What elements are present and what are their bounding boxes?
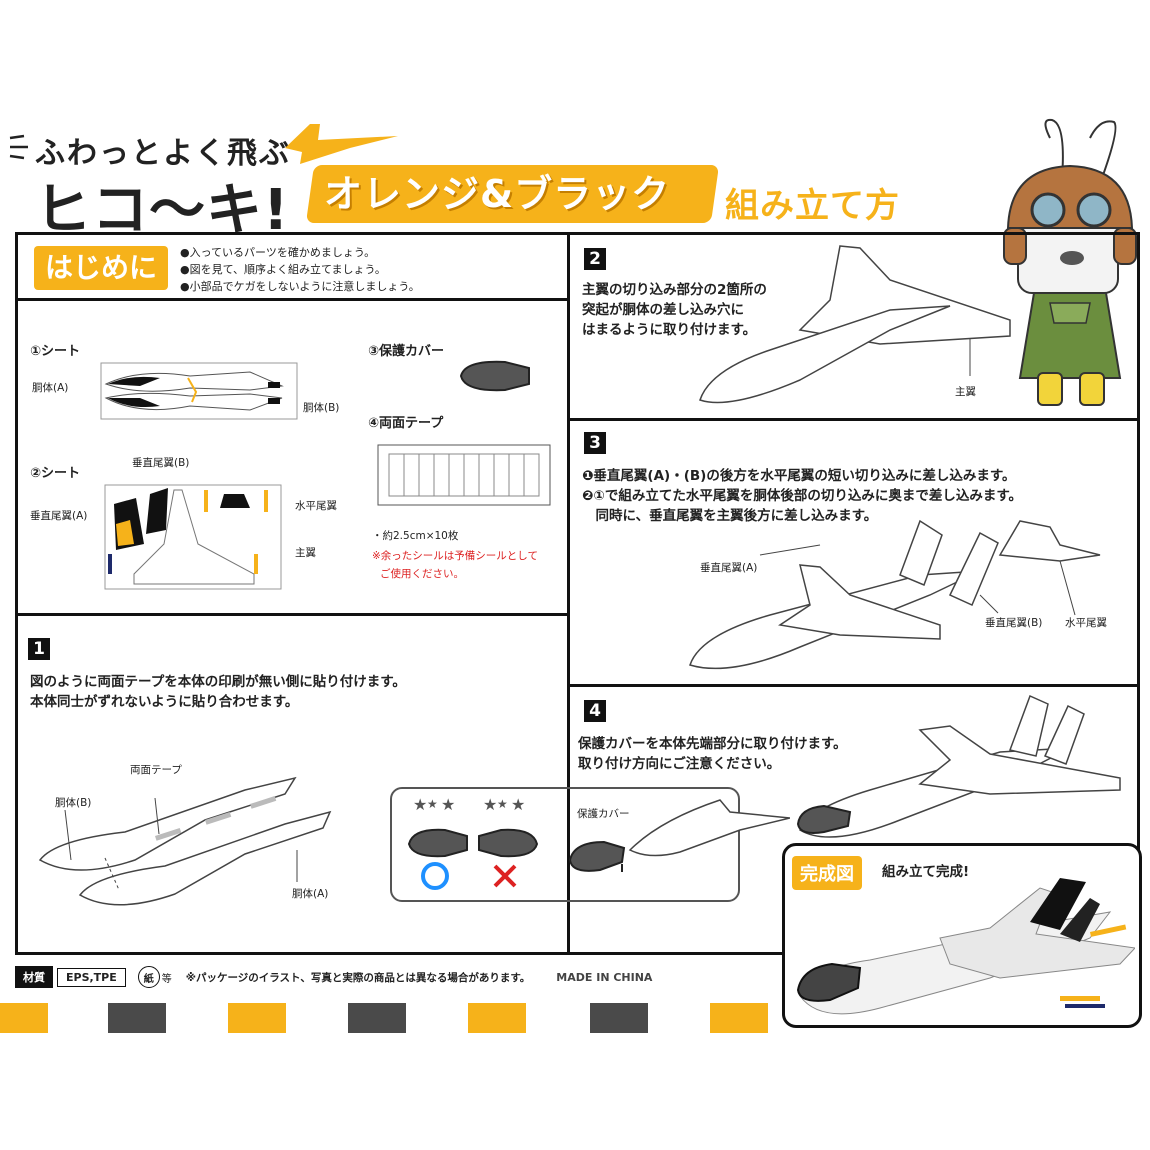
orientation-correct-icon: ★★★ bbox=[405, 792, 475, 896]
intro-divider bbox=[15, 298, 570, 301]
step3-line: 同時に、垂直尾翼を主翼後方に差し込みます。 bbox=[582, 508, 878, 524]
tape-sheet-icon bbox=[377, 444, 553, 512]
sheet2-label: ②シート bbox=[30, 466, 81, 481]
step2-diagram bbox=[690, 240, 1020, 414]
step3-vfin-a-label: 垂直尾翼(A) bbox=[700, 562, 758, 574]
step1-text: 図のように両面テープを本体の印刷が無い側に貼り付けます。 本体同士がずれないよう… bbox=[30, 672, 406, 712]
step3-diagram bbox=[680, 515, 1120, 684]
subtitle: 組み立て方 bbox=[725, 186, 900, 226]
material-value: EPS,TPE bbox=[57, 967, 126, 987]
made-in: MADE IN CHINA bbox=[556, 970, 653, 984]
tagline: ふわっとよく飛ぶ bbox=[35, 136, 291, 171]
intro-bullets: ●入っているパーツを確かめましょう。 ●図を見て、順序よく組み立てましょう。 ●… bbox=[180, 244, 420, 295]
hstab-label: 水平尾翼 bbox=[295, 500, 337, 512]
step4-line: 保護カバーを本体先端部分に取り付けます。 bbox=[578, 736, 847, 752]
vfin-b-label: 垂直尾翼(B) bbox=[132, 457, 190, 469]
color-stripe bbox=[710, 1003, 768, 1033]
completed-text: 組み立て完成! bbox=[882, 864, 970, 880]
disclaimer: ※パッケージのイラスト、写真と実際の商品とは異なる場合があります。 bbox=[185, 971, 531, 984]
rabbit-pilot-mascot bbox=[990, 118, 1150, 422]
step4-number: 4 bbox=[584, 700, 606, 722]
material-label: 材質 bbox=[15, 966, 53, 988]
step1-line: 本体同士がずれないように貼り合わせます。 bbox=[30, 694, 299, 710]
color-stripe bbox=[228, 1003, 286, 1033]
tape-label: ④両面テープ bbox=[368, 416, 444, 431]
step2-line: はまるように取り付けます。 bbox=[582, 322, 757, 338]
svg-text:★: ★ bbox=[427, 797, 438, 811]
intro-bullet: ●入っているパーツを確かめましょう。 bbox=[180, 246, 376, 259]
step3-line: ❷①で組み立てた水平尾翼を胴体後部の切り込みに奥まで差し込みます。 bbox=[582, 488, 1023, 504]
svg-text:★: ★ bbox=[497, 797, 508, 811]
step3-hstab-label: 水平尾翼 bbox=[1065, 617, 1107, 629]
step4-text: 保護カバーを本体先端部分に取り付けます。 取り付け方向にご注意ください。 bbox=[578, 734, 847, 774]
intro-badge: はじめに bbox=[34, 246, 168, 290]
cover-label: ③保護カバー bbox=[368, 344, 445, 359]
step2-line: 突起が胴体の差し込み穴に bbox=[582, 302, 744, 318]
variant-title: オレンジ&ブラック bbox=[324, 172, 671, 216]
step3-vfin-b-label: 垂直尾翼(B) bbox=[985, 617, 1043, 629]
color-stripe bbox=[590, 1003, 648, 1033]
step1-diagram bbox=[35, 770, 335, 914]
tape-size: ・約2.5cm×10枚 bbox=[372, 530, 459, 542]
color-stripe bbox=[468, 1003, 526, 1033]
step1-tape-label: 両面テープ bbox=[130, 764, 182, 776]
cover-part-icon bbox=[455, 356, 535, 400]
sheet2-drawing bbox=[104, 484, 284, 596]
svg-text:★: ★ bbox=[413, 795, 427, 814]
sheet1-body-b-label: 胴体(B) bbox=[303, 402, 340, 414]
title-dashes bbox=[8, 132, 34, 166]
step2-line: 主翼の切り込み部分の2箇所の bbox=[582, 282, 767, 298]
color-stripe bbox=[0, 1003, 48, 1033]
svg-text:★: ★ bbox=[441, 795, 455, 814]
step2-divider bbox=[567, 418, 1140, 421]
step3-divider bbox=[567, 684, 1140, 687]
step4-diagram bbox=[790, 690, 1130, 844]
mainwing-label: 主翼 bbox=[295, 547, 316, 559]
recycle-paper-icon: 紙 bbox=[137, 966, 160, 988]
sheet1-label: ①シート bbox=[30, 344, 81, 359]
spare-note-line2: ご使用ください。 bbox=[380, 568, 464, 580]
step1-body-b-label: 胴体(B) bbox=[55, 797, 92, 809]
completed-badge: 完成図 bbox=[792, 856, 862, 890]
step2-mainwing-label: 主翼 bbox=[955, 386, 976, 398]
vfin-a-label: 垂直尾翼(A) bbox=[30, 510, 88, 522]
material-row: 材質 EPS,TPE 紙 等 ※パッケージのイラスト、写真と実際の商品とは異なる… bbox=[15, 966, 652, 988]
step2-number: 2 bbox=[584, 248, 606, 270]
svg-text:★: ★ bbox=[511, 795, 525, 814]
step3-text: ❶垂直尾翼(A)・(B)の後方を水平尾翼の短い切り込みに差し込みます。 ❷①で組… bbox=[582, 466, 1022, 526]
step3-number: 3 bbox=[584, 432, 606, 454]
orientation-wrong-icon: ★★★ bbox=[475, 792, 545, 896]
intro-bullet: ●小部品でケガをしないように注意しましょう。 bbox=[180, 280, 420, 293]
sheet1-body-a-label: 胴体(A) bbox=[32, 382, 69, 394]
step1-number: 1 bbox=[28, 638, 50, 660]
recycle-suffix: 等 bbox=[161, 973, 172, 985]
step1-line: 図のように両面テープを本体の印刷が無い側に貼り付けます。 bbox=[30, 674, 406, 690]
spare-note-line1: ※余ったシールは予備シールとして bbox=[372, 550, 538, 562]
step4-line: 取り付け方向にご注意ください。 bbox=[578, 756, 781, 772]
step2-text: 主翼の切り込み部分の2箇所の 突起が胴体の差し込み穴に はまるように取り付けます… bbox=[582, 280, 767, 340]
color-stripe bbox=[108, 1003, 166, 1033]
variant-banner: オレンジ&ブラック bbox=[305, 165, 720, 223]
completed-jet-image bbox=[790, 868, 1137, 1027]
color-stripe bbox=[348, 1003, 406, 1033]
cover-orientation-box bbox=[390, 787, 740, 902]
step3-line: ❶垂直尾翼(A)・(B)の後方を水平尾翼の短い切り込みに差し込みます。 bbox=[582, 468, 1016, 484]
svg-text:★: ★ bbox=[483, 795, 497, 814]
step4-cover-label: 保護カバー bbox=[577, 808, 630, 820]
step1-body-a-label: 胴体(A) bbox=[292, 888, 329, 900]
step4-cover-drawing bbox=[560, 790, 791, 889]
jet-logo-icon bbox=[280, 118, 405, 172]
intro-bullet: ●図を見て、順序よく組み立てましょう。 bbox=[180, 263, 386, 276]
sheet1-drawing bbox=[100, 362, 300, 426]
